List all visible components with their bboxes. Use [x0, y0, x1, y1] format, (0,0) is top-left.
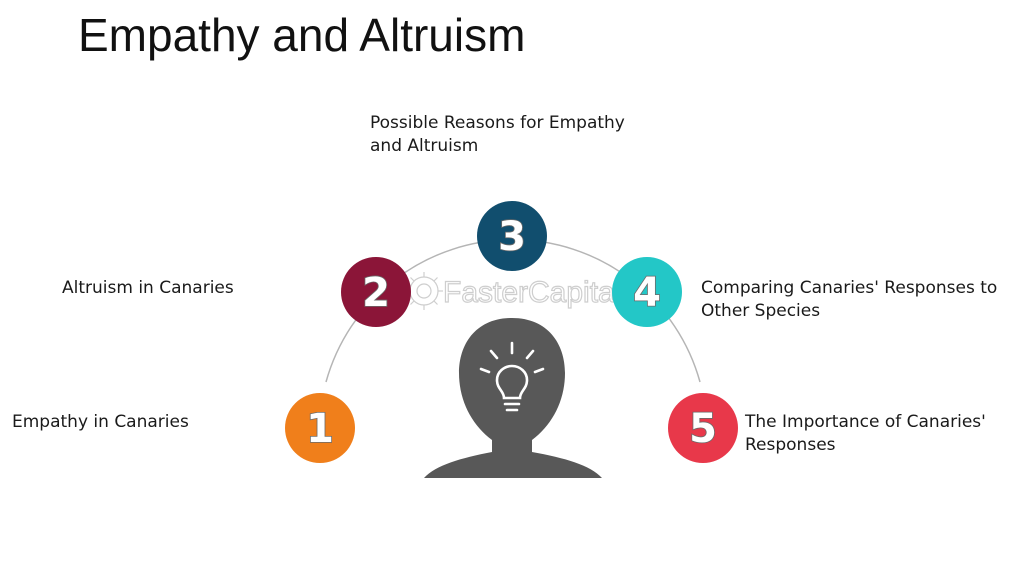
- step-circle-2: 2: [341, 257, 411, 327]
- step-number-3: 3: [498, 214, 526, 260]
- slide-title: Empathy and Altruism: [78, 9, 526, 61]
- step-circle-3: 3: [477, 201, 547, 271]
- step-circle-5: 5: [668, 393, 738, 463]
- step-number-5: 5: [689, 406, 717, 452]
- step-label-3: Possible Reasons for Empathy and Altruis…: [370, 113, 625, 156]
- step-label-4: Comparing Canaries' Responses to Other S…: [701, 278, 998, 321]
- step-number-1: 1: [306, 406, 334, 452]
- step-circle-1: 1: [285, 393, 355, 463]
- step-circle-4: 4: [612, 257, 682, 327]
- step-label-5: The Importance of Canaries' Responses: [745, 412, 986, 455]
- watermark: FasterCapital: [405, 272, 622, 310]
- step-number-2: 2: [362, 270, 390, 316]
- watermark-text: FasterCapital: [443, 276, 621, 309]
- step-label-1: Empathy in Canaries: [12, 412, 189, 432]
- lightbulb-idea-icon: [479, 341, 545, 412]
- step-number-4: 4: [633, 270, 661, 316]
- step-label-2: Altruism in Canaries: [62, 278, 234, 298]
